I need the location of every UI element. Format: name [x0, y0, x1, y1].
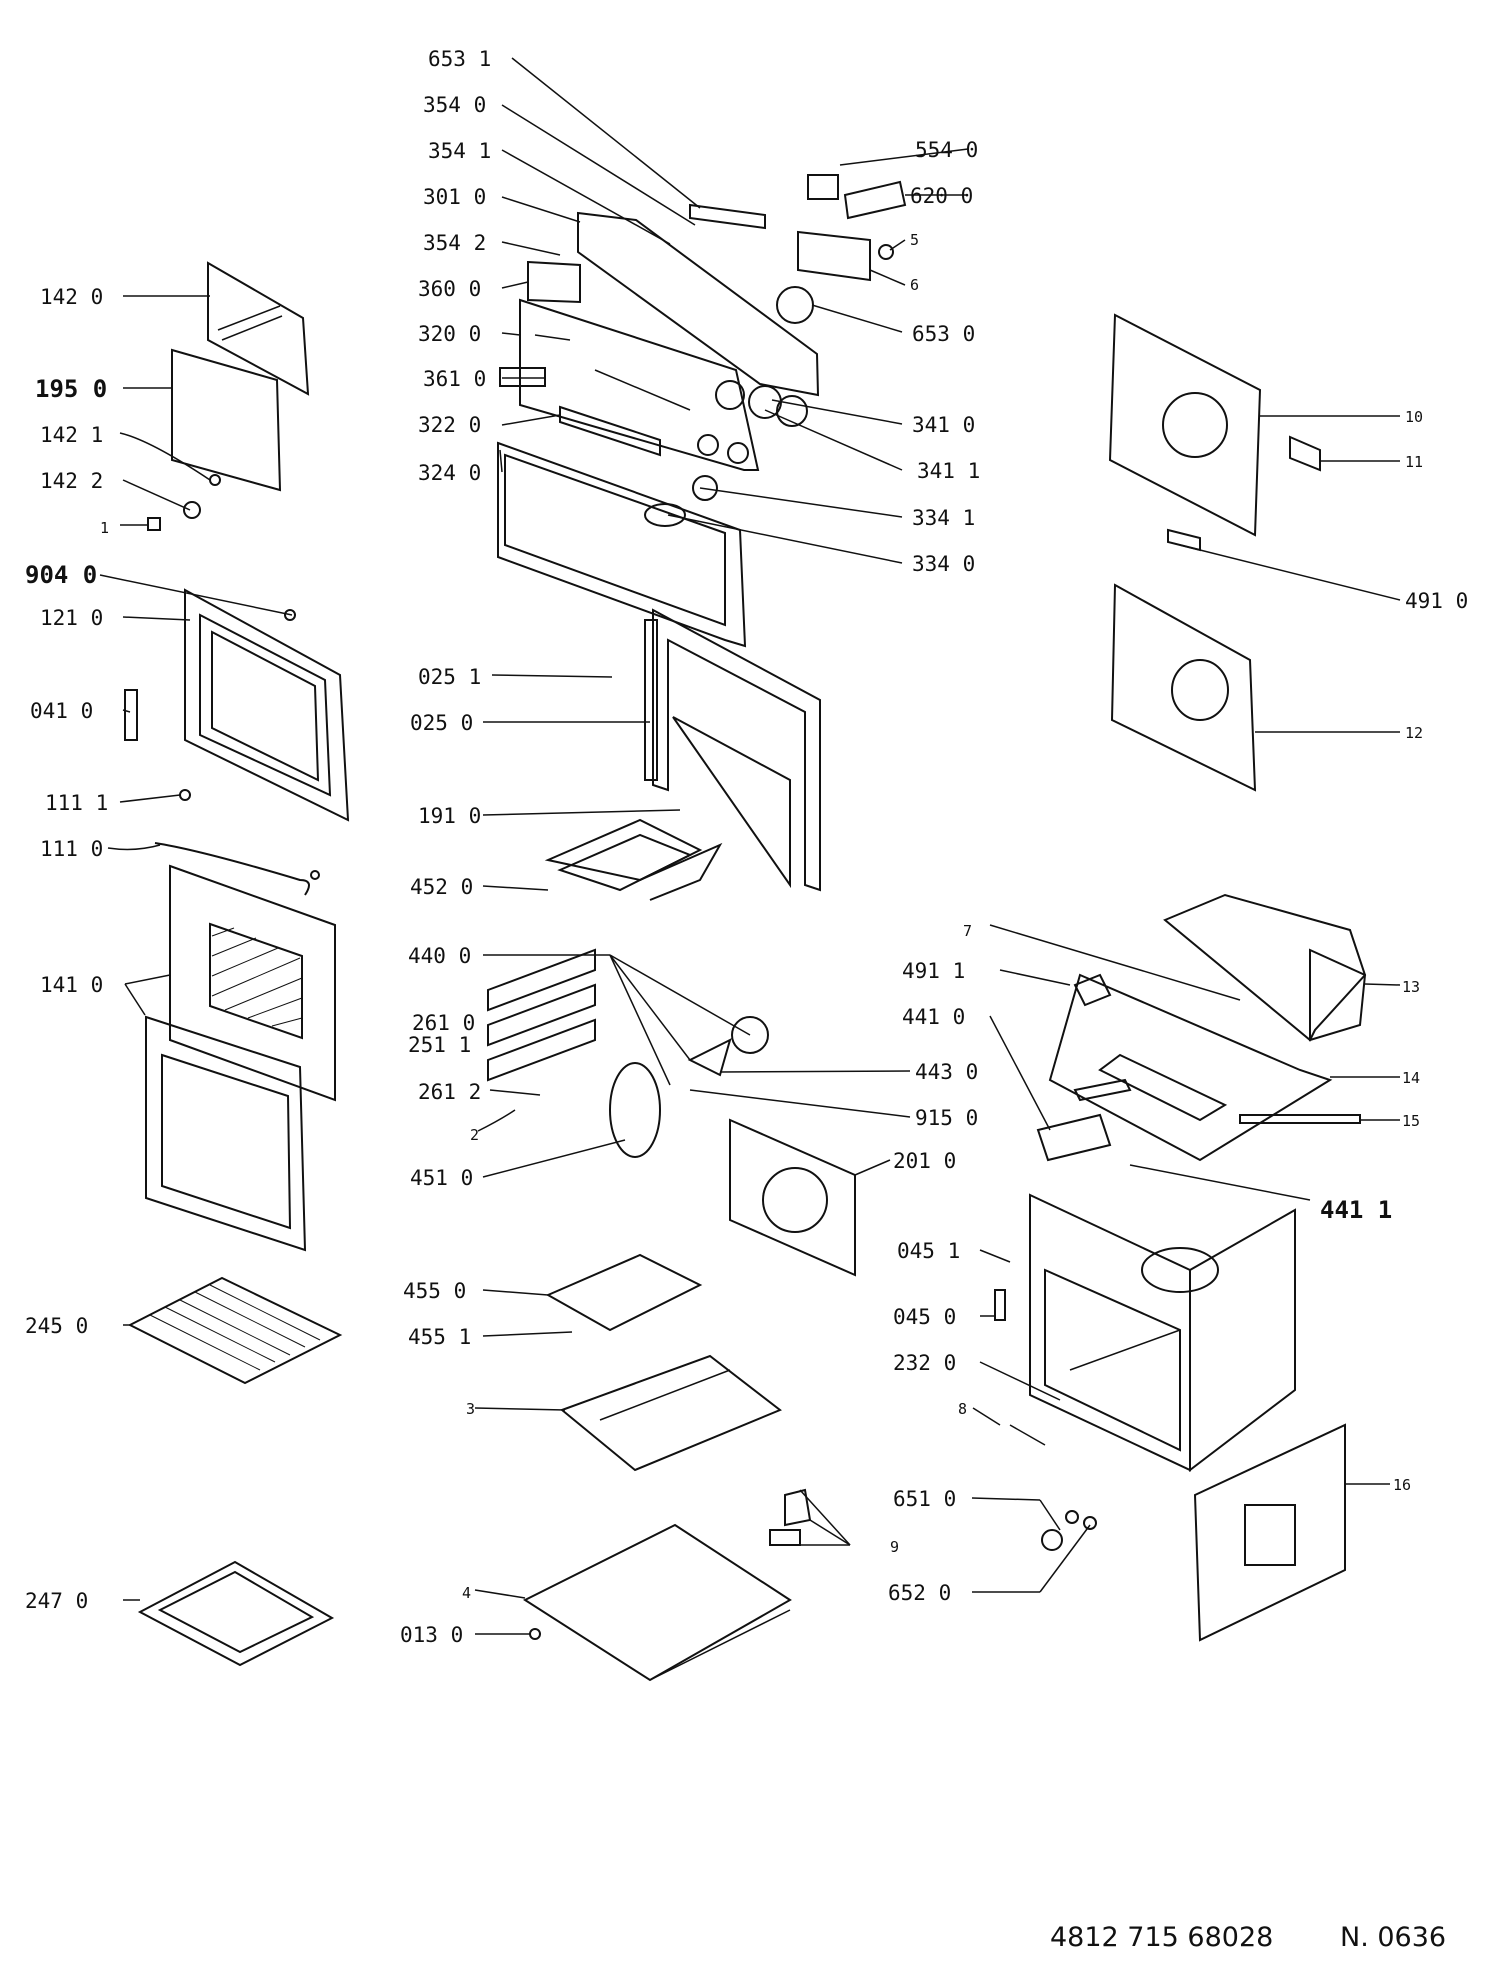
part-label: 5	[910, 231, 919, 249]
part-label: 121 0	[40, 606, 103, 630]
part-label: 334 1	[912, 506, 975, 530]
part-label: 013 0	[400, 1623, 463, 1647]
part-label: 142 2	[40, 469, 103, 493]
part-label: 443 0	[915, 1060, 978, 1084]
part-label: 455 0	[403, 1279, 466, 1303]
part-drawings	[124, 174, 1367, 1682]
part-label: 651 0	[893, 1487, 956, 1511]
part-label: 025 0	[410, 711, 473, 735]
part-label: 301 0	[423, 185, 486, 209]
right-side-drawing	[994, 313, 1367, 1642]
part-label: 232 0	[893, 1351, 956, 1375]
part-label: 11	[1405, 453, 1423, 471]
part-label: 142 0	[40, 285, 103, 309]
part-number: 4812 715 68028	[1050, 1922, 1274, 1953]
part-label: 15	[1402, 1112, 1420, 1130]
part-label: 322 0	[418, 413, 481, 437]
rack-and-tray-drawing	[127, 1276, 343, 1667]
part-label: 111 1	[45, 791, 108, 815]
part-label: 324 0	[418, 461, 481, 485]
part-label: 261 0	[412, 1011, 475, 1035]
part-label: 025 1	[418, 665, 481, 689]
part-label: 6	[910, 276, 919, 294]
part-label: 8	[958, 1400, 967, 1418]
part-label: 14	[1402, 1069, 1420, 1087]
part-label: 191 0	[418, 804, 481, 828]
part-label: 245 0	[25, 1314, 88, 1338]
part-label: 12	[1405, 724, 1423, 742]
part-labels: 653 1 354 0 354 1 301 0 354 2 360 0 320 …	[25, 47, 1468, 1647]
part-label: 7	[963, 922, 972, 940]
part-label: 554 0	[915, 138, 978, 162]
part-label: 360 0	[418, 277, 481, 301]
part-label: 491 1	[902, 959, 965, 983]
part-label: 141 0	[40, 973, 103, 997]
part-label: 440 0	[408, 944, 471, 968]
part-label: 201 0	[893, 1149, 956, 1173]
part-label: 653 1	[428, 47, 491, 71]
part-label: 13	[1402, 978, 1420, 996]
part-label: 2	[470, 1126, 479, 1144]
part-label: 452 0	[410, 875, 473, 899]
part-label: 354 1	[428, 139, 491, 163]
sheet-number: N. 0636	[1340, 1922, 1447, 1953]
part-label: 334 0	[912, 552, 975, 576]
part-label: 251 1	[408, 1033, 471, 1057]
part-label: 10	[1405, 408, 1423, 426]
part-label: 195 0	[35, 375, 107, 403]
part-label: 441 0	[902, 1005, 965, 1029]
part-label: 652 0	[888, 1581, 951, 1605]
part-label: 247 0	[25, 1589, 88, 1613]
part-label: 9	[890, 1538, 899, 1556]
part-label: 491 0	[1405, 589, 1468, 613]
part-label: 354 2	[423, 231, 486, 255]
part-label: 045 0	[893, 1305, 956, 1329]
part-label: 455 1	[408, 1325, 471, 1349]
part-label: 3	[466, 1400, 475, 1418]
central-parts-drawing	[487, 608, 856, 1682]
outer-door-drawing	[145, 864, 336, 1252]
part-label: 341 0	[912, 413, 975, 437]
drawing-footer: 4812 715 68028 N. 0636	[1050, 1922, 1470, 1956]
part-label: 620 0	[910, 184, 973, 208]
part-label: 320 0	[418, 322, 481, 346]
part-label: 4	[462, 1584, 471, 1602]
part-label: 451 0	[410, 1166, 473, 1190]
part-label: 16	[1393, 1476, 1411, 1494]
part-label: 354 0	[423, 93, 486, 117]
part-label: 142 1	[40, 423, 103, 447]
part-label: 341 1	[917, 459, 980, 483]
part-label: 915 0	[915, 1106, 978, 1130]
part-label: 045 1	[897, 1239, 960, 1263]
part-label: 904 0	[25, 561, 97, 589]
part-label: 653 0	[912, 322, 975, 346]
part-label: 1	[100, 519, 109, 537]
part-label: 361 0	[423, 367, 486, 391]
control-panel-drawing	[497, 174, 907, 648]
part-label: 441 1	[1320, 1196, 1392, 1224]
door-frame-drawing	[124, 588, 350, 896]
part-label: 111 0	[40, 837, 103, 861]
leader-lines	[99, 57, 1401, 1640]
door-glass-drawing	[147, 261, 310, 531]
part-label: 261 2	[418, 1080, 481, 1104]
part-label: 041 0	[30, 699, 93, 723]
